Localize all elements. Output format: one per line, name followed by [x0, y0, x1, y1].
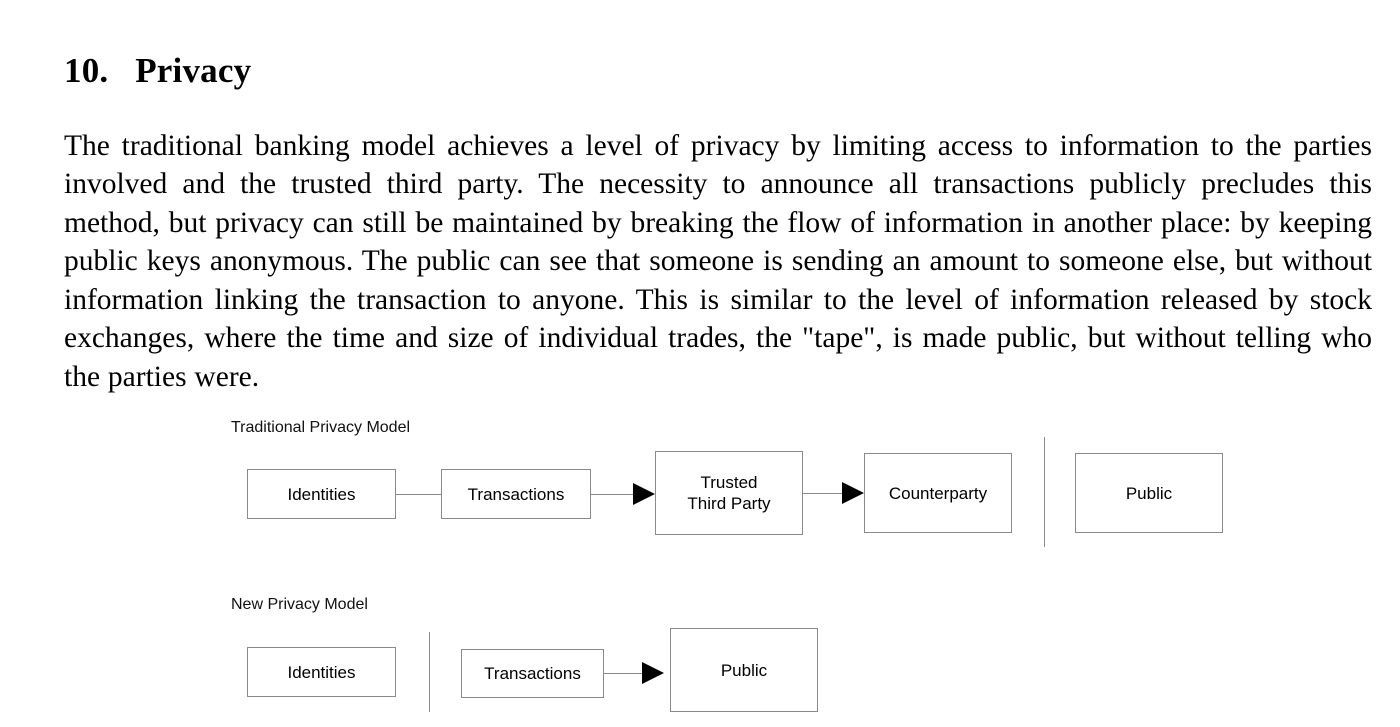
node-trusted-third-party[interactable]: Trusted Third Party [655, 451, 803, 535]
diagram-traditional-privacy-model: Traditional Privacy Model Identities Tra… [231, 419, 1223, 547]
node-counterparty[interactable]: Counterparty [864, 453, 1012, 533]
node-public-traditional[interactable]: Public [1075, 453, 1223, 533]
divider-new-privacy-boundary [429, 632, 430, 712]
arrowhead-icon-transactions-to-public [642, 662, 664, 684]
connector-transactions-to-public [604, 673, 644, 674]
page-title: 10. Privacy [64, 51, 252, 91]
connector-transactions-to-ttp [591, 494, 635, 495]
diagram-title-traditional: Traditional Privacy Model [231, 419, 411, 436]
node-transactions-new[interactable]: Transactions [461, 649, 604, 698]
body-paragraph: The traditional banking model achieves a… [64, 129, 1372, 394]
node-public-new[interactable]: Public [670, 628, 818, 712]
arrowhead-icon-transactions-to-ttp [633, 483, 655, 505]
arrowhead-icon-ttp-to-counterparty [842, 482, 864, 504]
node-identities-traditional[interactable]: Identities [247, 469, 396, 519]
diagram-title-new: New Privacy Model [231, 596, 368, 613]
divider-traditional-privacy-boundary [1044, 437, 1045, 547]
connector-identities-to-transactions [396, 494, 441, 495]
node-transactions-traditional[interactable]: Transactions [441, 469, 591, 519]
connector-ttp-to-counterparty [803, 493, 844, 494]
node-identities-new[interactable]: Identities [247, 647, 396, 697]
